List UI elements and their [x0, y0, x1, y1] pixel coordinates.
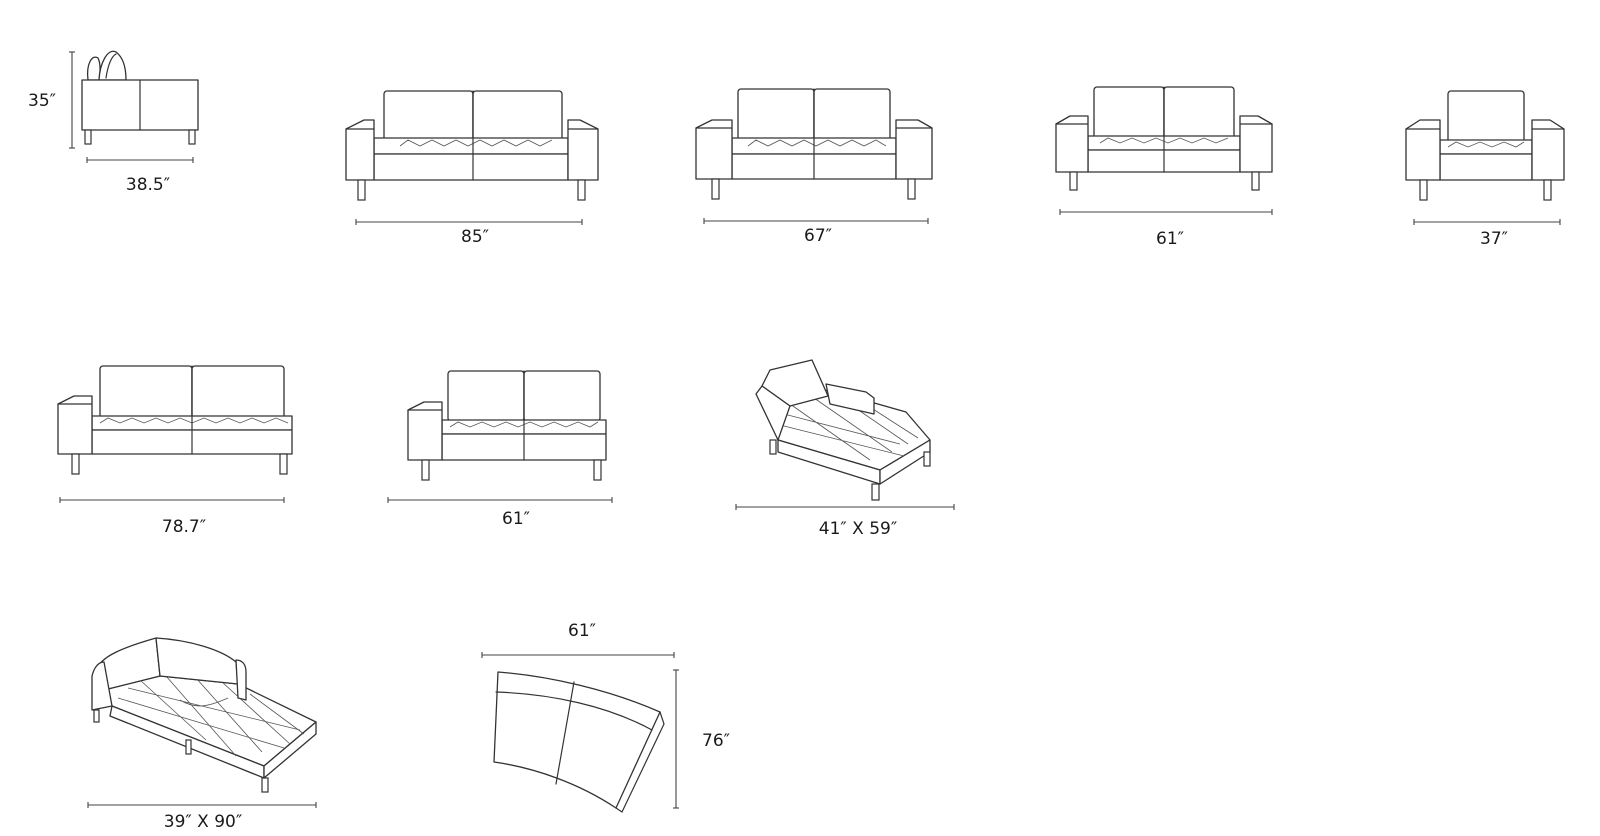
loveseat-61-label: 61″ [1156, 229, 1184, 249]
curved-corner-height-label: 76″ [702, 731, 730, 751]
side-profile-height-label: 35″ [28, 91, 56, 111]
armchair-37-label: 37″ [1480, 229, 1508, 249]
chaise-longue-label: 39″ X 90″ [164, 812, 242, 832]
armchair-37-drawing [1405, 90, 1565, 225]
loveseat-61-drawing [1055, 86, 1273, 215]
sofa-67-drawing [695, 88, 933, 224]
sofa-85-label: 85″ [461, 227, 489, 247]
one-arm-loveseat-61-label: 61″ [502, 509, 530, 529]
sofa-67-label: 67″ [804, 226, 832, 246]
one-arm-loveseat-61-drawing [387, 370, 613, 503]
chaise-drawing [735, 359, 955, 510]
curved-corner-width-label: 61″ [568, 621, 596, 641]
one-arm-sofa-78-label: 78.7″ [162, 517, 206, 537]
one-arm-sofa-78-drawing [57, 365, 293, 503]
sofa-85-drawing [345, 90, 599, 225]
side-profile-width-label: 38.5″ [126, 175, 170, 195]
side-profile-drawing [69, 50, 199, 163]
chaise-longue-drawing [87, 637, 317, 808]
curved-corner-drawing [481, 652, 679, 813]
chaise-label: 41″ X 59″ [819, 519, 897, 539]
